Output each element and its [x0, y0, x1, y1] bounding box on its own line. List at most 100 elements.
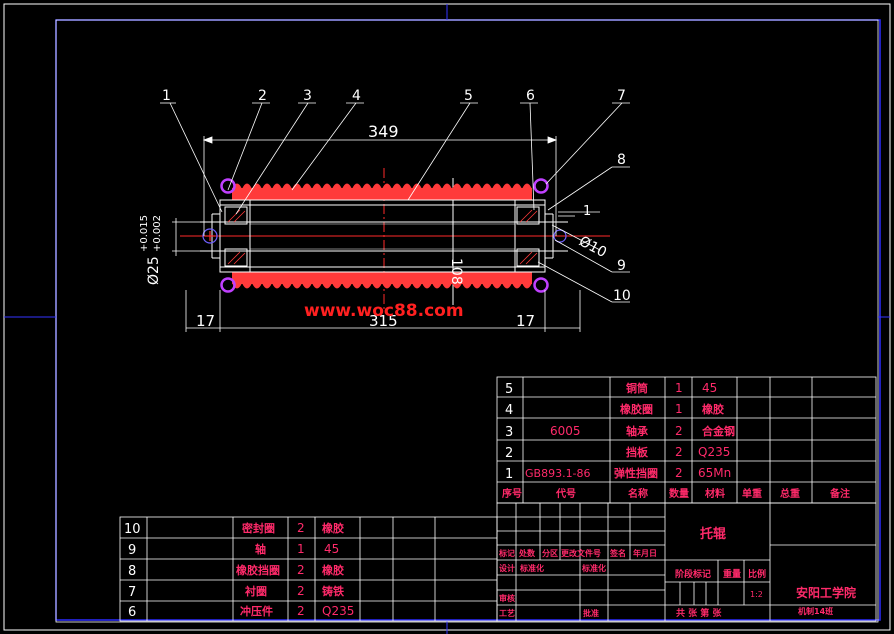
svg-text:冲压件: 冲压件	[240, 604, 273, 618]
svg-text:4: 4	[505, 403, 513, 418]
svg-text:Q235: Q235	[322, 604, 354, 618]
balloon-6: 6	[526, 88, 535, 104]
svg-text:6005: 6005	[550, 424, 581, 438]
svg-text:总重: 总重	[780, 487, 800, 500]
svg-text:2: 2	[505, 446, 513, 461]
svg-text:标记: 标记	[498, 548, 515, 558]
svg-text:密封圈: 密封圈	[242, 521, 275, 535]
balloon-2: 2	[258, 88, 267, 104]
dim-tol-upper: +0.015	[139, 215, 150, 252]
svg-text:代号: 代号	[555, 487, 576, 500]
school-name: 安阳工学院	[796, 585, 856, 600]
svg-text:挡板: 挡板	[626, 445, 649, 459]
watermark: www.woc88.com	[304, 301, 464, 321]
dim-tol-lower: +0.002	[152, 215, 163, 252]
dimension-lines	[172, 136, 601, 332]
svg-text:设计: 设计	[499, 563, 515, 573]
balloon-10: 10	[613, 288, 631, 304]
svg-text:1: 1	[675, 402, 683, 416]
svg-text:2: 2	[297, 604, 305, 618]
svg-text:阶段标记: 阶段标记	[675, 568, 711, 580]
svg-text:单重: 单重	[742, 487, 762, 500]
svg-text:1:2: 1:2	[750, 590, 763, 599]
svg-text:橡胶: 橡胶	[702, 402, 724, 416]
svg-text:3: 3	[505, 425, 513, 440]
balloon-1: 1	[162, 88, 171, 104]
svg-text:橡胶圈: 橡胶圈	[620, 402, 653, 416]
svg-text:橡胶挡圈: 橡胶挡圈	[236, 563, 280, 577]
svg-text:5: 5	[505, 382, 513, 397]
svg-text:2: 2	[297, 563, 305, 577]
svg-text:Q235: Q235	[698, 445, 730, 459]
svg-text:2: 2	[297, 584, 305, 598]
svg-text:9: 9	[128, 543, 136, 558]
svg-text:更改文件号: 更改文件号	[561, 548, 601, 558]
svg-text:45: 45	[324, 542, 339, 556]
svg-text:机制14班: 机制14班	[798, 606, 833, 616]
dim-right-end: 17	[516, 312, 535, 330]
title-block-text: 托辊 标记 处数 分区 更改文件号 签名 年月日 设计 标准化 标准化 审核 工…	[498, 526, 856, 619]
bom-lower-text: 10 密封圈 2 橡胶 9 轴 1 45 8 橡胶挡圈 2 橡胶 7 衬圈 2 …	[124, 521, 354, 620]
sheet-border	[3, 3, 891, 634]
right-end-housing	[514, 199, 554, 273]
roller-assembly: 1 2 3 4 5 6 7 8 9 10 349 315 17 17 108 Ø…	[139, 88, 631, 332]
svg-text:7: 7	[128, 585, 136, 600]
dim-shaft-dia: Ø25	[146, 256, 162, 285]
svg-text:橡胶: 橡胶	[322, 521, 344, 535]
svg-text:轴承: 轴承	[626, 424, 649, 438]
svg-text:铜筒: 铜筒	[625, 381, 648, 395]
bom-upper-table	[496, 376, 877, 504]
svg-text:弹性挡圈: 弹性挡圈	[614, 466, 658, 480]
svg-text:年月日: 年月日	[633, 548, 657, 558]
svg-text:2: 2	[675, 424, 683, 438]
svg-text:备注: 备注	[829, 487, 850, 500]
dim-overall: 349	[368, 122, 399, 141]
bom-upper-text: 5 铜筒 1 45 4 橡胶圈 1 橡胶 3 6005 轴承 2 合金钢 2 挡…	[502, 381, 850, 500]
dim-pin-dia: Ø10	[576, 233, 609, 261]
balloon-8: 8	[617, 152, 626, 168]
dim-inner: 315	[369, 312, 398, 330]
dim-height: 108	[448, 258, 464, 285]
svg-text:8: 8	[128, 564, 136, 579]
balloon-4: 4	[352, 88, 361, 104]
dim-left-end: 17	[196, 312, 215, 330]
dim-gap: 1	[583, 204, 591, 219]
part-name: 托辊	[700, 526, 726, 542]
svg-text:名称: 名称	[628, 487, 648, 500]
svg-text:1: 1	[297, 542, 305, 556]
svg-text:橡胶: 橡胶	[322, 563, 344, 577]
svg-text:批准: 批准	[583, 608, 599, 618]
balloon-3: 3	[303, 88, 312, 104]
svg-text:重量: 重量	[723, 568, 741, 580]
svg-text:材料: 材料	[705, 487, 725, 500]
svg-text:轴: 轴	[255, 542, 266, 556]
left-end-housing	[211, 199, 251, 273]
svg-text:比例: 比例	[748, 568, 766, 580]
svg-text:分区: 分区	[542, 548, 558, 558]
svg-text:GB893.1-86: GB893.1-86	[525, 467, 591, 480]
svg-text:2: 2	[297, 521, 305, 535]
lower-rubber-rings	[232, 272, 532, 289]
svg-text:铸铁: 铸铁	[322, 584, 344, 598]
svg-text:1: 1	[675, 381, 683, 395]
svg-text:衬圈: 衬圈	[245, 584, 267, 598]
svg-text:序号: 序号	[502, 487, 522, 500]
seal-circles	[220, 178, 549, 293]
svg-text:处数: 处数	[518, 548, 536, 558]
svg-text:45: 45	[702, 381, 717, 395]
svg-text:2: 2	[675, 466, 683, 480]
svg-text:签名: 签名	[609, 548, 626, 558]
upper-rubber-rings	[232, 183, 532, 200]
leader-lines	[160, 102, 630, 303]
pin-ends	[202, 228, 567, 244]
svg-text:标准化: 标准化	[519, 563, 544, 573]
svg-text:10: 10	[124, 522, 141, 537]
bom-lower-table	[119, 516, 498, 622]
balloon-9: 9	[617, 258, 626, 274]
svg-text:数量: 数量	[669, 487, 689, 500]
balloon-7: 7	[617, 88, 626, 104]
svg-text:65Mn: 65Mn	[698, 466, 731, 480]
svg-text:标准化: 标准化	[581, 563, 606, 573]
